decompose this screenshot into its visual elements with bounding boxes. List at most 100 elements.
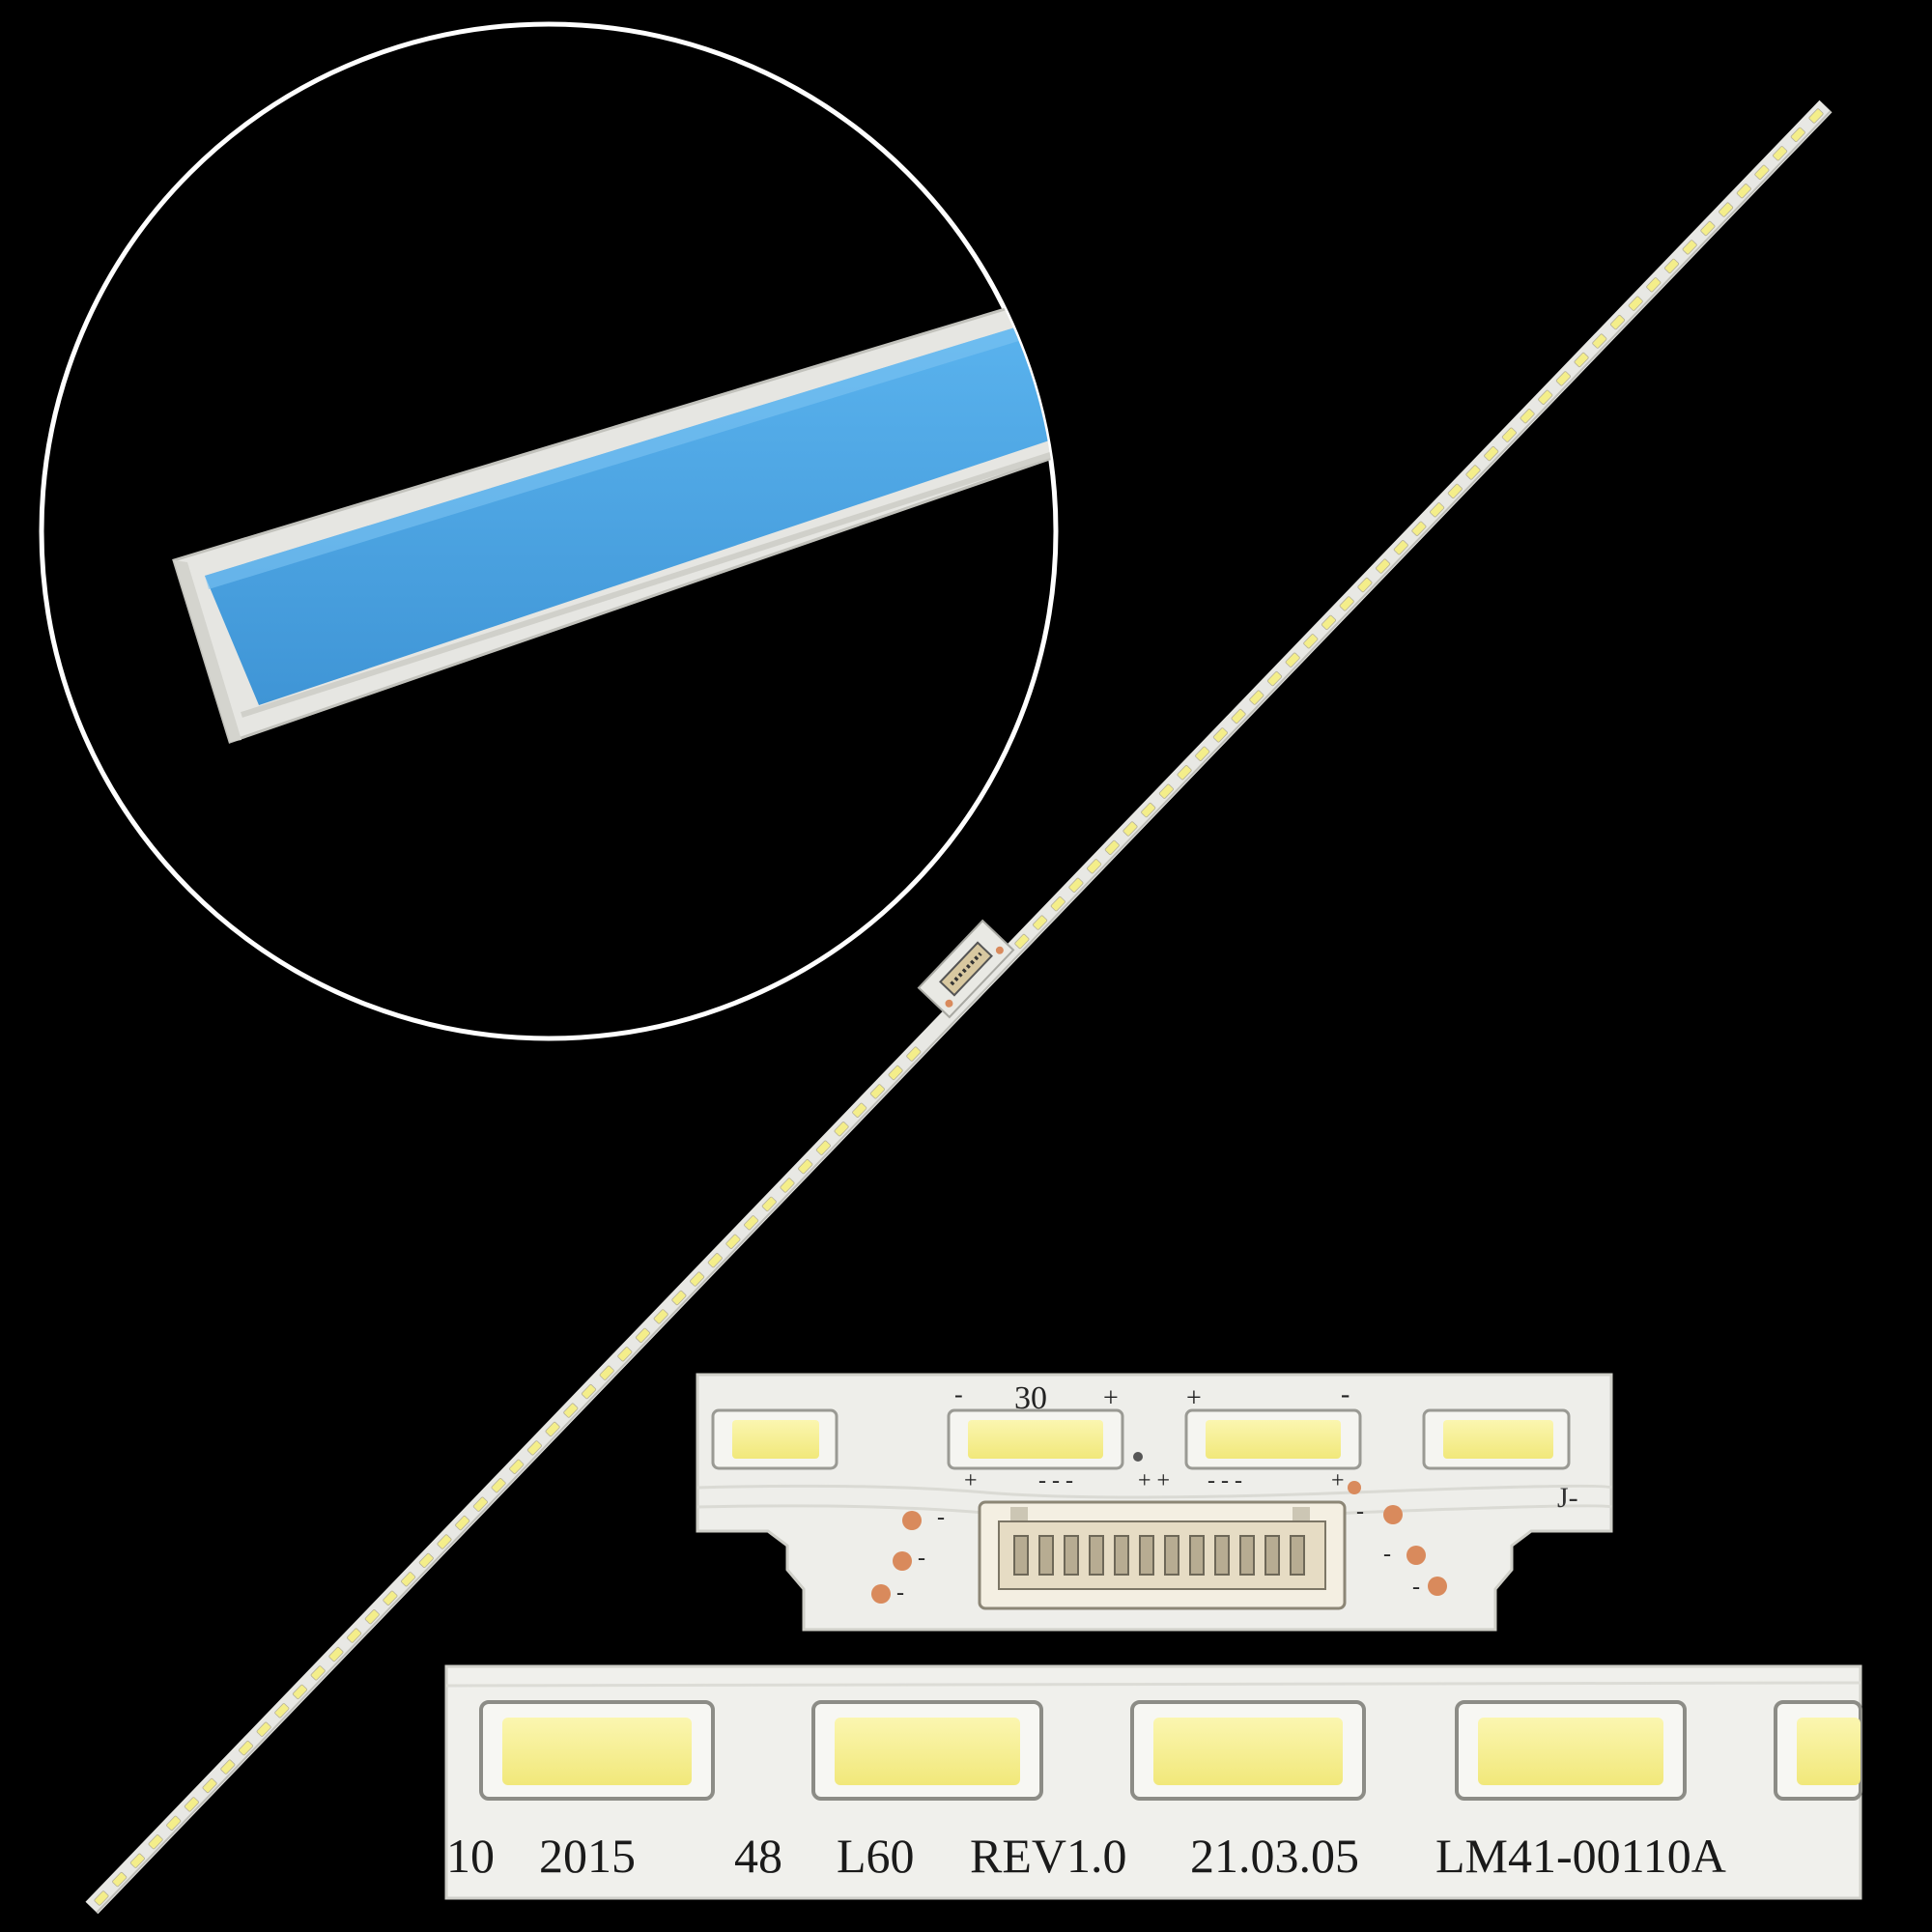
- strip-led: [581, 1384, 597, 1400]
- strip-led: [220, 1759, 236, 1775]
- strip-led: [1555, 371, 1571, 386]
- strip-led: [1790, 127, 1805, 142]
- strip-led: [1068, 877, 1084, 893]
- strip-led: [1719, 202, 1734, 217]
- strip-led: [509, 1459, 525, 1474]
- strip-led: [274, 1703, 290, 1719]
- strip-led: [671, 1290, 687, 1306]
- strip-led: [1646, 277, 1662, 293]
- strip-led: [1663, 258, 1680, 273]
- strip-led: [1609, 315, 1626, 330]
- strip-led: [1141, 803, 1156, 818]
- strip-led: [1700, 220, 1716, 237]
- strip-led: [148, 1834, 163, 1850]
- strip-led: [1212, 727, 1228, 743]
- strip-led: [383, 1590, 398, 1605]
- connector-pin: [1114, 1535, 1129, 1576]
- label-led-5-partial: [1774, 1700, 1862, 1801]
- strip-led: [1339, 596, 1354, 611]
- strip-led: [1754, 164, 1770, 180]
- corner-label: J-: [1557, 1482, 1578, 1514]
- strip-led: [1628, 296, 1643, 311]
- copper-pads: [871, 1452, 1447, 1604]
- strip-led: [852, 1102, 867, 1118]
- strip-led: [1266, 671, 1283, 687]
- strip-led: [1014, 933, 1030, 950]
- strip-led: [1484, 446, 1499, 462]
- connector-pin: [1089, 1535, 1104, 1576]
- strip-led: [1285, 652, 1300, 668]
- strip-led: [1682, 240, 1697, 255]
- print-year: 2015: [539, 1829, 636, 1883]
- side-minus-label-5: -: [1383, 1542, 1391, 1567]
- side-minus-label-3: -: [896, 1580, 904, 1605]
- strip-led: [1465, 465, 1481, 480]
- label-led-4: [1455, 1700, 1687, 1801]
- strip-led: [1808, 108, 1824, 124]
- connector-pin-label-2: - - -: [1038, 1468, 1073, 1493]
- strip-led: [1538, 389, 1553, 405]
- strip-led: [491, 1478, 506, 1493]
- connector-top-label-2: 30: [1014, 1380, 1047, 1416]
- strip-led: [292, 1684, 308, 1699]
- strip-led: [834, 1122, 849, 1137]
- led-strip-leds: [94, 108, 1824, 1906]
- strip-led: [526, 1440, 542, 1456]
- strip-led: [472, 1496, 488, 1512]
- strip-led: [112, 1872, 128, 1888]
- strip-led: [1592, 333, 1607, 349]
- strip-led: [869, 1084, 885, 1099]
- connector-pin-label-3: + +: [1138, 1468, 1170, 1493]
- label-led-1: [479, 1700, 715, 1801]
- print-date: 21.03.05: [1190, 1829, 1359, 1883]
- strip-led: [707, 1253, 723, 1268]
- strip-led: [1574, 352, 1589, 368]
- side-minus-label-6: -: [1412, 1575, 1420, 1600]
- led-strip: [85, 99, 1833, 1915]
- strip-led: [1520, 409, 1535, 424]
- board-connector: [978, 1500, 1347, 1610]
- connector-top-label-1: -: [954, 1380, 963, 1408]
- led-strip-connector: [917, 919, 1015, 1019]
- strip-led: [1411, 521, 1427, 536]
- strip-led: [1321, 614, 1337, 630]
- label-detail: 10 2015 48 L60 REV1.0 21.03.05 LM41-0011…: [444, 1664, 1862, 1900]
- strip-led: [202, 1777, 217, 1794]
- print-serial: 10: [446, 1829, 495, 1883]
- connector-pin: [1189, 1535, 1205, 1576]
- connector-led-2: [947, 1408, 1124, 1470]
- strip-led: [798, 1159, 813, 1175]
- strip-led: [1122, 821, 1138, 837]
- strip-led: [347, 1628, 362, 1643]
- label-led-2: [811, 1700, 1043, 1801]
- strip-led: [238, 1741, 254, 1756]
- strip-led: [906, 1046, 922, 1062]
- strip-led: [725, 1234, 741, 1249]
- strip-led: [1104, 839, 1120, 855]
- connector-pin: [1139, 1535, 1154, 1576]
- connector-pin: [1214, 1535, 1230, 1576]
- strip-led: [617, 1347, 633, 1362]
- connector-pin-label-4: - - -: [1208, 1468, 1242, 1493]
- strip-led: [1087, 859, 1102, 874]
- strip-led: [328, 1646, 344, 1662]
- strip-led: [256, 1721, 271, 1737]
- strip-led: [744, 1215, 759, 1231]
- side-minus-label-2: -: [918, 1546, 925, 1571]
- connector-pin: [1064, 1535, 1079, 1576]
- connector-pin: [1038, 1535, 1054, 1576]
- connector-led-1: [711, 1408, 838, 1470]
- strip-led: [364, 1609, 380, 1625]
- strip-led: [1736, 184, 1751, 199]
- strip-led: [166, 1815, 182, 1831]
- strip-led: [1501, 427, 1517, 442]
- blue-tape: [205, 319, 1056, 705]
- connector-led-4: [1422, 1408, 1571, 1470]
- strip-led: [310, 1665, 326, 1681]
- connector-pins: [1013, 1535, 1305, 1576]
- strip-led: [563, 1403, 579, 1418]
- strip-led: [1376, 558, 1391, 574]
- strip-led: [780, 1178, 795, 1193]
- strip-led: [1033, 915, 1048, 930]
- strip-led: [599, 1365, 614, 1380]
